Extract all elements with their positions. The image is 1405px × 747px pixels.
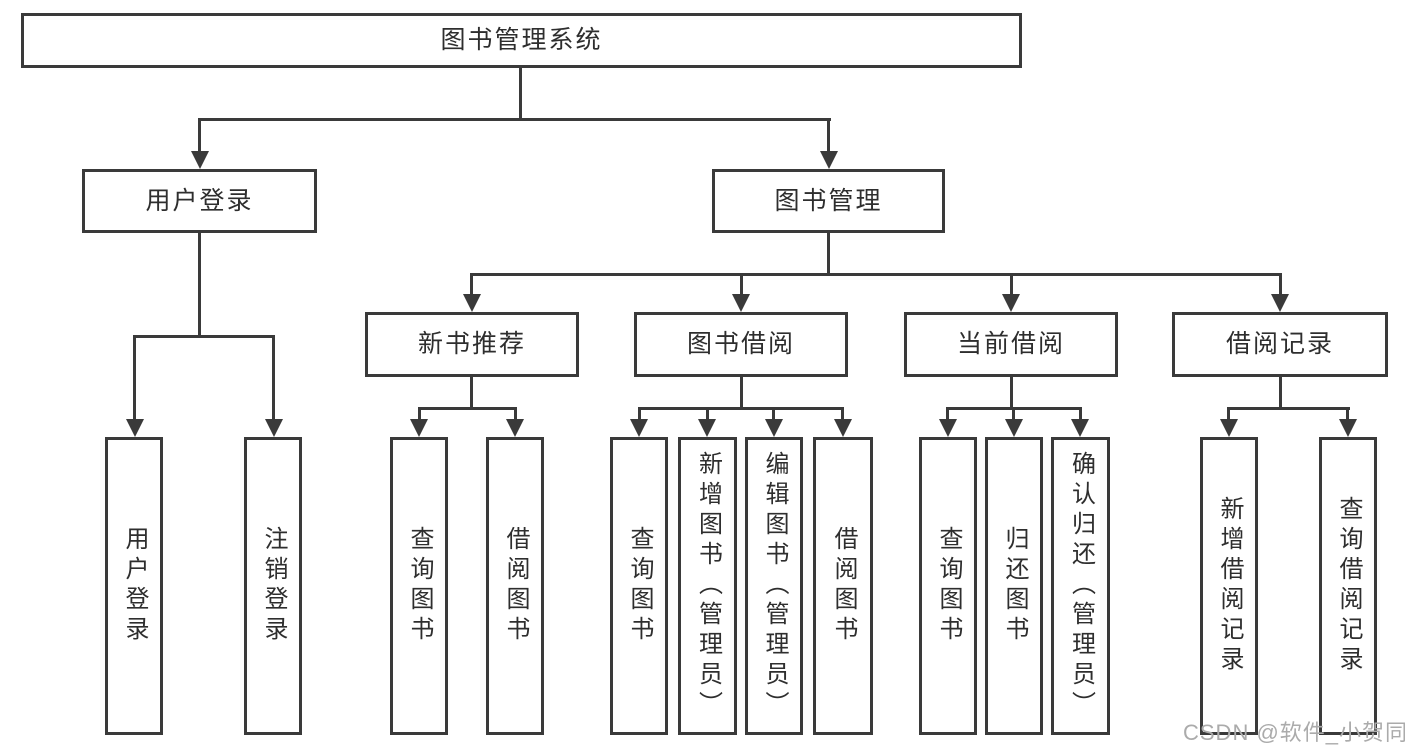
connector-line [841,407,844,421]
node-current-borrow: 当前借阅 [904,312,1118,377]
connector-arrowhead [1339,419,1357,437]
connector-line [740,273,743,296]
connector-line [638,407,844,410]
connector-arrowhead [506,419,524,437]
node-label: 图书借阅 [686,330,795,358]
connector-line [1228,407,1350,410]
node-label: 借阅图书 [502,526,529,646]
node-borrow-records: 借阅记录 [1172,312,1388,377]
watermark: CSDN @软件_小贺同学 [1183,720,1405,745]
node-new-book-recommend: 新书推荐 [365,312,579,377]
leaf-query-books: 查询图书 [390,437,448,735]
node-label: 用户登录 [145,186,254,215]
connector-line [1010,273,1013,296]
node-library-system: 图书管理系统 [21,13,1022,68]
connector-line [827,118,830,153]
connector-line [198,118,831,121]
connector-line [133,335,275,338]
node-label: 用户登录 [121,526,148,646]
connector-line [1010,377,1013,409]
node-label: 图书管理 [774,186,883,215]
leaf-query-books: 查询图书 [610,437,668,735]
connector-line [946,407,949,421]
node-label: 编辑图书（管理员） [761,451,788,721]
connector-line [1279,273,1282,296]
node-label: 新增图书（管理员） [694,451,722,721]
node-label: 借阅记录 [1225,330,1334,358]
connector-line [1279,377,1282,409]
connector-line [638,407,641,421]
connector-line [133,335,136,421]
connector-line [1079,407,1082,421]
connector-arrowhead [191,151,209,169]
connector-arrowhead [1005,419,1023,437]
connector-arrowhead [698,419,716,437]
node-book-borrow: 图书借阅 [634,312,848,377]
node-label: 查询图书 [626,526,653,646]
connector-line [418,407,421,421]
connector-line [272,335,275,421]
connector-line [519,68,522,121]
node-label: 当前借阅 [956,330,1065,358]
node-label: 查询图书 [406,526,433,646]
node-label: 查询借阅记录 [1335,496,1362,676]
leaf-query-borrow-record: 查询借阅记录 [1319,437,1377,735]
node-label: 归还图书 [1001,526,1028,646]
connector-line [772,407,775,421]
leaf-user-login: 用户登录 [105,437,163,735]
node-label: 注销登录 [260,526,287,646]
connector-arrowhead [834,419,852,437]
connector-arrowhead [1071,419,1089,437]
connector-arrowhead [410,419,428,437]
connector-line [827,233,830,275]
connector-arrowhead [265,419,283,437]
connector-arrowhead [939,419,957,437]
connector-line [470,273,1282,276]
connector-line [470,273,473,296]
leaf-borrow-books: 借阅图书 [813,437,873,735]
connector-line [1346,407,1349,421]
connector-arrowhead [1220,419,1238,437]
connector-line [1012,407,1015,421]
connector-line [418,407,517,410]
node-label: 查询图书 [935,526,962,646]
connector-line [198,233,201,337]
node-label: 借阅图书 [830,526,857,646]
leaf-add-borrow-record: 新增借阅记录 [1200,437,1258,735]
node-label: 新书推荐 [417,330,526,358]
connector-line [470,377,473,409]
leaf-confirm-return-admin: 确认归还（管理员） [1051,437,1110,735]
connector-arrowhead [1002,294,1020,312]
node-user-login: 用户登录 [82,169,317,233]
connector-arrowhead [820,151,838,169]
node-book-management: 图书管理 [712,169,945,233]
leaf-return-book: 归还图书 [985,437,1043,735]
leaf-edit-book-admin: 编辑图书（管理员） [745,437,803,735]
connector-line [1227,407,1230,421]
leaf-query-books: 查询图书 [919,437,977,735]
connector-arrowhead [126,419,144,437]
node-label: 新增借阅记录 [1216,496,1243,676]
connector-line [198,118,201,153]
leaf-add-book-admin: 新增图书（管理员） [678,437,737,735]
leaf-borrow-books: 借阅图书 [486,437,544,735]
connector-arrowhead [463,294,481,312]
connector-arrowhead [1271,294,1289,312]
connector-arrowhead [765,419,783,437]
connector-line [514,407,517,421]
node-label: 确认归还（管理员） [1067,451,1095,721]
node-label: 图书管理系统 [440,26,603,54]
connector-line [740,377,743,409]
leaf-logout: 注销登录 [244,437,302,735]
connector-line [706,407,709,421]
connector-arrowhead [732,294,750,312]
connector-arrowhead [630,419,648,437]
